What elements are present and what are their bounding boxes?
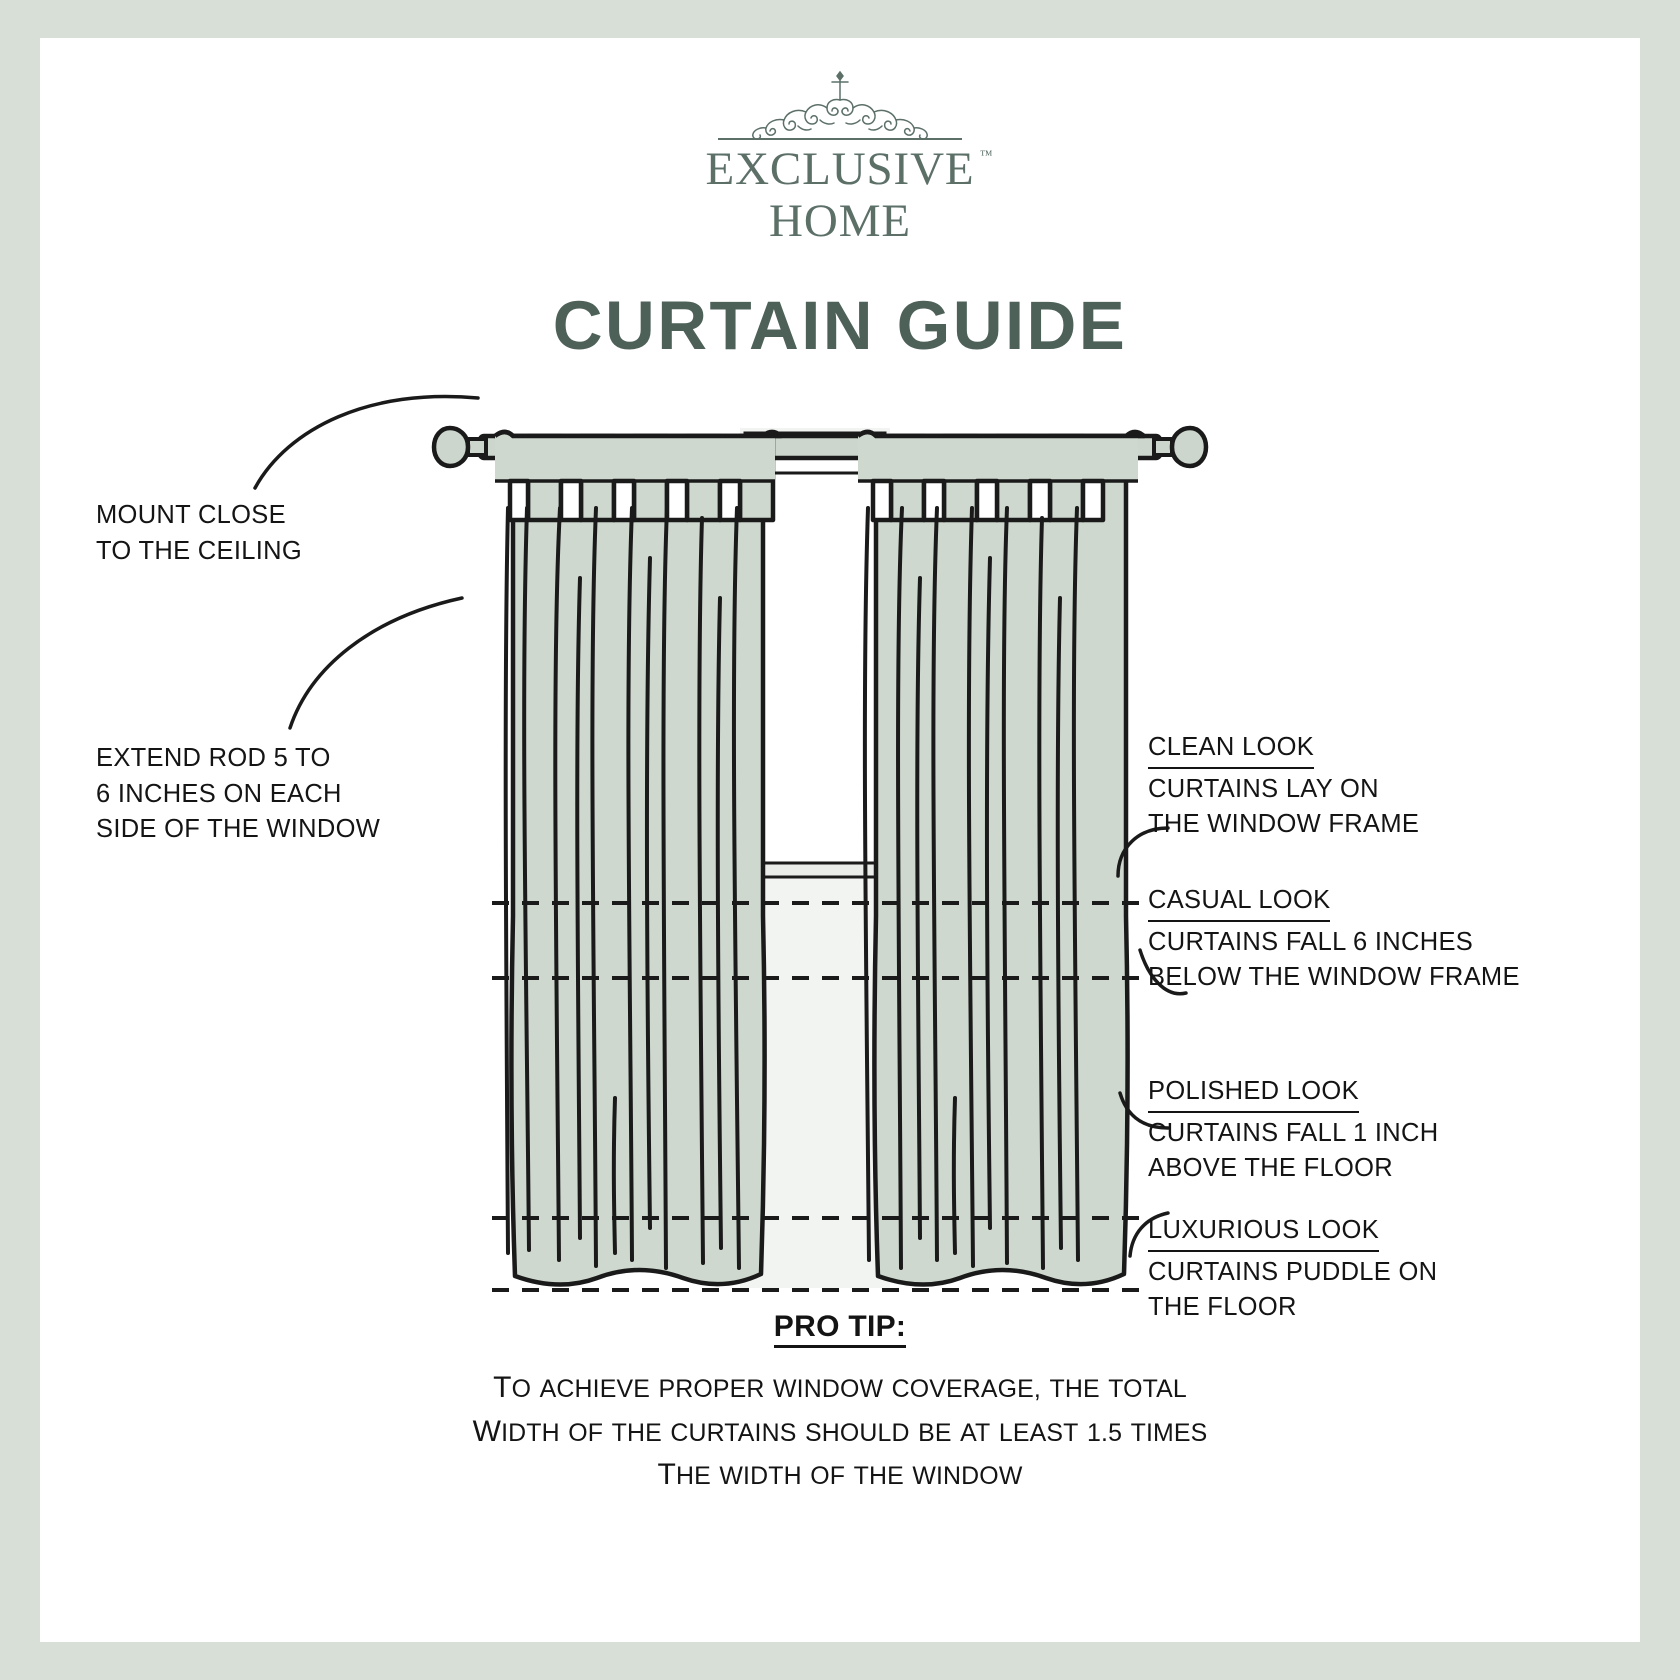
pro-tip-heading: PRO TIP: (773, 1310, 907, 1348)
trademark-symbol: ™ (979, 147, 993, 162)
callout-extend-rod: EXTEND ROD 5 TO 6 INCHES ON EACH SIDE OF… (96, 741, 380, 848)
callout-polished-look: POLISHED LOOK CURTAINS FALL 1 INCH ABOVE… (1148, 1074, 1438, 1187)
curtain-rod-icon (431, 425, 1209, 469)
callout-line: THE WINDOW FRAME (1148, 810, 1420, 839)
curtain-panel-icon (855, 429, 1147, 1287)
finial-icon (431, 425, 488, 469)
pro-tip-section: PRO TIP: TO ACHIEVE PROPER WINDOW COVERA… (40, 1310, 1640, 1497)
callout-line: ABOVE THE FLOOR (1148, 1154, 1394, 1183)
pro-tip-line: WIDTH OF THE CURTAINS SHOULD BE AT LEAST… (472, 1414, 1208, 1448)
callout-line: CURTAINS PUDDLE ON (1148, 1257, 1438, 1286)
window-icon (738, 428, 892, 1288)
ornamental-scroll-crest-icon (718, 70, 962, 140)
callout-heading: POLISHED LOOK (1148, 1074, 1359, 1113)
callout-heading: CASUAL LOOK (1148, 883, 1331, 922)
callout-luxurious-look: LUXURIOUS LOOK CURTAINS PUDDLE ON THE FL… (1148, 1213, 1437, 1326)
page-title: CURTAIN GUIDE (552, 287, 1128, 364)
finial-icon (1152, 425, 1209, 469)
leader-mount (253, 394, 480, 490)
leader-extend (288, 596, 464, 730)
infographic-page: EXCLUSIVE ™ HOME CURTAIN GUIDE (40, 38, 1640, 1642)
brand-name-line1: EXCLUSIVE (705, 143, 975, 195)
callout-heading: LUXURIOUS LOOK (1148, 1213, 1380, 1252)
callout-line: 6 INCHES ON EACH (96, 779, 342, 808)
logo-rule (718, 138, 962, 140)
callout-heading: CLEAN LOOK (1148, 730, 1315, 769)
pro-tip-line: TO ACHIEVE PROPER WINDOW COVERAGE, THE T… (493, 1371, 1187, 1404)
callout-line: THE FLOOR (1148, 1293, 1297, 1322)
callout-line: BELOW THE WINDOW FRAME (1148, 963, 1520, 992)
curtain-panel-icon (492, 429, 784, 1287)
pro-tip-body: TO ACHIEVE PROPER WINDOW COVERAGE, THE T… (40, 1366, 1640, 1497)
callout-line: CURTAINS FALL 1 INCH (1148, 1118, 1439, 1147)
pro-tip-line: THE WIDTH OF THE WINDOW (657, 1458, 1023, 1491)
callout-line: CURTAINS LAY ON (1148, 774, 1379, 803)
callout-line: CURTAINS FALL 6 INCHES (1148, 927, 1474, 956)
brand-name-line2: HOME (769, 194, 911, 247)
callout-mount-close: MOUNT CLOSE TO THE CEILING (96, 498, 302, 569)
callout-line: MOUNT CLOSE (96, 501, 286, 529)
brand-logo: EXCLUSIVE ™ HOME (40, 68, 1640, 246)
callout-line: SIDE OF THE WINDOW (96, 815, 381, 844)
callout-clean-look: CLEAN LOOK CURTAINS LAY ON THE WINDOW FR… (1148, 730, 1419, 843)
brand-wordmark: EXCLUSIVE ™ HOME (40, 143, 1640, 247)
callout-line: EXTEND ROD 5 TO (96, 744, 331, 772)
callout-casual-look: CASUAL LOOK CURTAINS FALL 6 INCHES BELOW… (1148, 883, 1520, 996)
callout-line: TO THE CEILING (96, 536, 302, 565)
